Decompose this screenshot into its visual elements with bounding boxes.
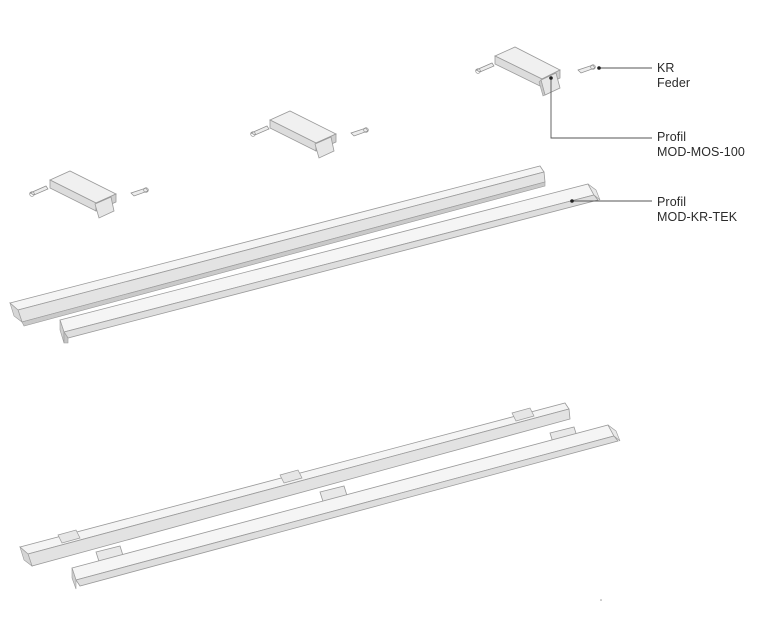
corner-connector-1	[494, 46, 561, 97]
label-profil-tek: Profil MOD-KR-TEK	[657, 195, 737, 225]
label-profil-mos-line1: Profil	[657, 130, 687, 144]
profile-rail-front	[59, 183, 601, 344]
label-profil-mos-line2: MOD-MOS-100	[657, 145, 745, 159]
label-profil-tek-line1: Profil	[657, 195, 687, 209]
leader-profil-mos	[549, 76, 652, 139]
profile-rail-back	[9, 165, 546, 327]
assembled-rail-back	[19, 402, 571, 567]
leader-kr-feder	[597, 66, 652, 70]
assembled-rail-front	[71, 424, 621, 590]
label-profil-mos: Profil MOD-MOS-100	[657, 130, 745, 160]
label-kr-feder-line1: KR	[657, 61, 675, 75]
spring-clip-1-left	[475, 62, 495, 74]
spring-clip-2-right	[350, 127, 369, 137]
spring-clip-1-right	[577, 64, 596, 74]
assembled-clip-tab-1	[511, 407, 535, 422]
assembled-clip-tab-2	[279, 469, 303, 484]
label-kr-feder: KR Feder	[657, 61, 690, 91]
spring-clip-3-right	[130, 187, 149, 197]
label-kr-feder-line2: Feder	[657, 76, 691, 90]
label-profil-tek-line2: MOD-KR-TEK	[657, 210, 738, 224]
spring-clip-3-left	[29, 185, 49, 197]
stray-dot	[600, 599, 602, 601]
spring-clip-2-left	[250, 125, 270, 137]
corner-connector-2	[269, 110, 337, 159]
corner-connector-3	[49, 170, 117, 219]
assembled-clip-tab-3	[57, 529, 81, 544]
leader-profil-tek	[570, 199, 652, 203]
